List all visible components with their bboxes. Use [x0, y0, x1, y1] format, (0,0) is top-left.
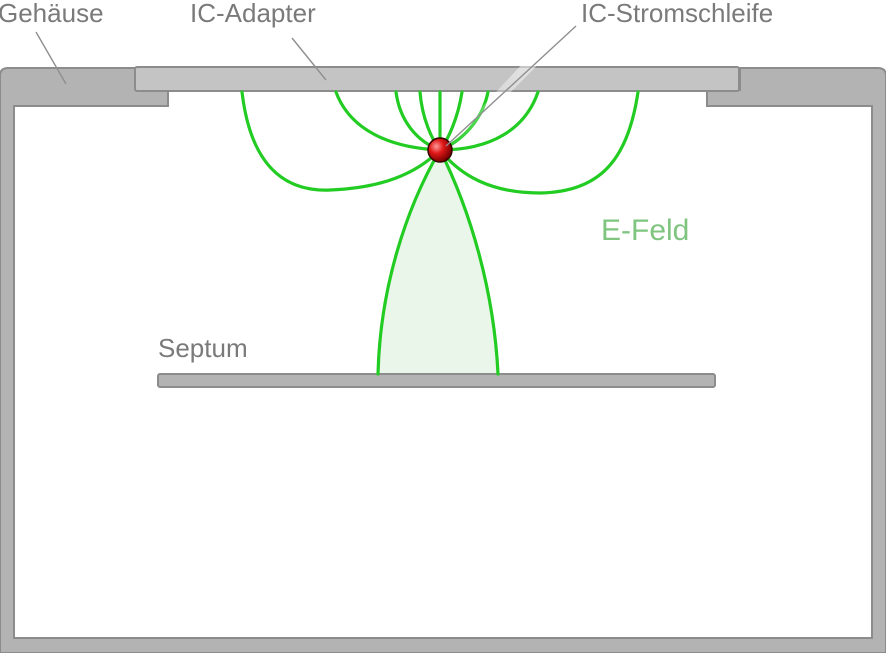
- adapter-label: IC-Adapter: [190, 0, 316, 28]
- septum-label: Septum: [158, 333, 248, 363]
- field-line: [240, 90, 442, 192]
- field-line: [438, 90, 640, 195]
- field-line: [438, 148, 500, 376]
- ic-adapter-plate: [134, 66, 740, 92]
- ic-current-loop-ball: [427, 137, 453, 163]
- field-label: E-Feld: [601, 214, 689, 247]
- field-line: [438, 90, 540, 152]
- e-field-lines: [240, 90, 640, 376]
- field-line: [334, 90, 442, 152]
- septum-plate: [157, 373, 716, 388]
- housing-leader: [35, 31, 67, 85]
- adapter-leader: [291, 37, 327, 81]
- field-shading: [378, 150, 498, 374]
- housing-label: Gehäuse: [0, 0, 104, 28]
- field-line: [376, 148, 442, 376]
- loop-leader: [445, 25, 577, 147]
- loop-label: IC-Stromschleife: [581, 0, 773, 28]
